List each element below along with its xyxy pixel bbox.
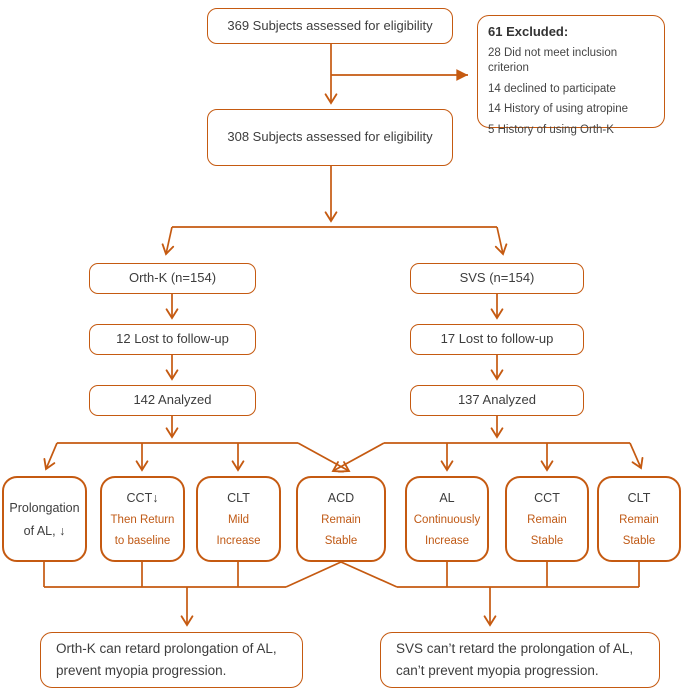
outcome-line: Stable <box>530 535 564 547</box>
node-308-eligibility: 308 Subjects assessed for eligibility <box>207 109 453 166</box>
node-orthk-allocation: Orth-K (n=154) <box>89 263 256 294</box>
svs-lost-label: 17 Lost to follow-up <box>440 331 554 347</box>
outcome-box-clt-stable: CLT Remain Stable <box>597 476 681 562</box>
conclusion-line: Orth-K can retard prolongation of AL, <box>56 641 277 657</box>
outcome-line: Mild <box>227 514 250 526</box>
node-conclusion-svs: SVS can’t retard the prolongation of AL,… <box>380 632 660 688</box>
node-svs-analyzed: 137 Analyzed <box>410 385 584 416</box>
outcome-box-al-continuous-increase: AL Continuously Increase <box>405 476 489 562</box>
outcome-line: CCT <box>534 491 560 505</box>
conclusion-line: SVS can’t retard the prolongation of AL, <box>396 641 634 657</box>
node-369-label: 369 Subjects assessed for eligibility <box>227 17 433 33</box>
outcome-line: CCT↓ <box>126 491 159 505</box>
outcome-line: Then Return <box>110 514 175 526</box>
conclusion-orthk-text: Orth-K can retard prolongation of AL, pr… <box>56 638 277 682</box>
node-369-eligibility: 369 Subjects assessed for eligibility <box>207 8 453 44</box>
orthk-analyzed-label: 142 Analyzed <box>133 392 212 408</box>
node-svs-lost: 17 Lost to follow-up <box>410 324 584 355</box>
excluded-item: 28 Did not meet inclusion criterion <box>488 47 618 74</box>
outcome-box-cct-stable: CCT Remain Stable <box>505 476 589 562</box>
outcome-line: Remain <box>527 514 567 526</box>
conclusion-line: prevent myopia progression. <box>56 663 227 678</box>
conclusion-line: can’t prevent myopia progression. <box>396 663 599 678</box>
outcome-box-acd-stable: ACD Remain Stable <box>296 476 386 562</box>
outcome-box-cct-return-baseline: CCT↓ Then Return to baseline <box>100 476 185 562</box>
node-308-label: 308 Subjects assessed for eligibility <box>227 129 433 145</box>
conclusion-svs-text: SVS can’t retard the prolongation of AL,… <box>396 638 633 682</box>
outcome-line: to baseline <box>114 535 171 547</box>
excluded-item: 14 declined to participate <box>488 82 616 95</box>
outcome-line: Stable <box>324 535 358 547</box>
outcome-line: CLT <box>227 491 250 505</box>
orthk-allocation-label: Orth-K (n=154) <box>128 270 217 286</box>
outcome-box-clt-mild-increase: CLT Mild Increase <box>196 476 281 562</box>
outcome-line: ACD <box>327 491 355 505</box>
outcome-line: Increase <box>216 535 261 547</box>
outcome-line: Increase <box>424 535 470 547</box>
outcome-line: CLT <box>627 491 651 505</box>
outcome-line: Remain <box>321 514 361 526</box>
outcome-line: AL <box>439 491 455 505</box>
outcome-line: Remain <box>619 514 659 526</box>
node-orthk-lost: 12 Lost to follow-up <box>89 324 256 355</box>
node-excluded: 61 Excluded: 28 Did not meet inclusion c… <box>477 15 665 136</box>
excluded-item: 5 History of using Orth-K <box>488 124 614 137</box>
outcome-line: Stable <box>622 535 656 547</box>
outcome-line: Continuously <box>413 514 481 526</box>
outcome-line: Prolongation <box>9 500 80 515</box>
node-orthk-analyzed: 142 Analyzed <box>89 385 256 416</box>
node-svs-allocation: SVS (n=154) <box>410 263 584 294</box>
excluded-title: 61 Excluded: <box>488 24 569 39</box>
node-conclusion-orthk: Orth-K can retard prolongation of AL, pr… <box>40 632 303 688</box>
outcome-line: of AL, ↓ <box>23 523 66 538</box>
svs-allocation-label: SVS (n=154) <box>459 270 535 286</box>
orthk-lost-label: 12 Lost to follow-up <box>116 331 229 347</box>
excluded-item: 14 History of using atropine <box>488 103 628 116</box>
outcome-box-al-prolongation: Prolongation of AL, ↓ <box>2 476 87 562</box>
svs-analyzed-label: 137 Analyzed <box>457 392 537 408</box>
